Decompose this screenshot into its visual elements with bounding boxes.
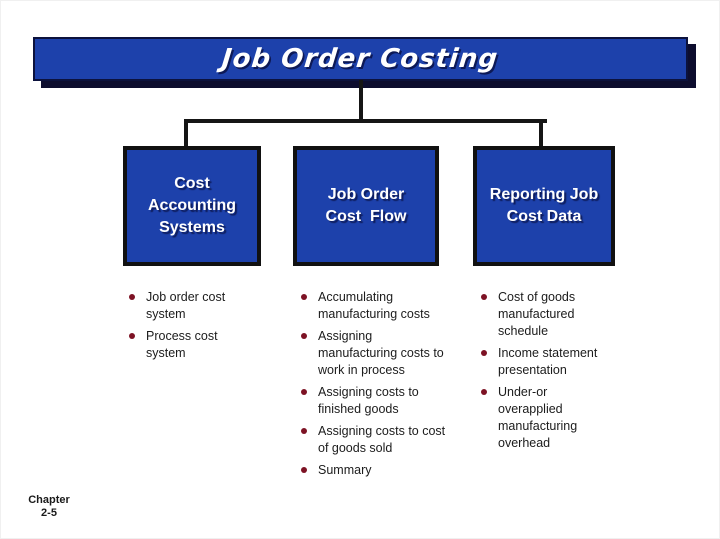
list-item: Accumulating manufacturing costs — [301, 289, 459, 323]
chapter-number: 2-5 — [41, 507, 57, 519]
bullet-icon — [301, 389, 307, 395]
list-item: Assigning costs to finished goods — [301, 384, 459, 418]
list-item: Income statement presentation — [481, 345, 611, 379]
connector-vertical-center — [359, 80, 363, 123]
list-item: Assigning manufacturing costs to work in… — [301, 328, 459, 379]
box-line: Systems — [159, 219, 225, 236]
bullet-list-reporting-job-cost-data: Cost of goods manufactured schedule Inco… — [481, 289, 611, 457]
connector-vertical-left — [184, 119, 188, 149]
bullet-label: Accumulating manufacturing costs — [318, 290, 430, 321]
box-line: Job Order — [327, 186, 405, 203]
chapter-footer: Chapter 2-5 — [17, 494, 81, 520]
list-item: Assigning costs to cost of goods sold — [301, 423, 459, 457]
box-cost-accounting-systems: Cost Accounting Systems — [123, 146, 261, 266]
title-banner: Job Order Costing — [33, 37, 688, 81]
bullet-label: Job order cost system — [146, 290, 226, 321]
bullet-icon — [129, 294, 135, 300]
bullet-icon — [301, 428, 307, 434]
box-line: Accounting — [148, 197, 236, 214]
connector-vertical-right — [539, 119, 543, 149]
bullet-icon — [481, 294, 487, 300]
bullet-label: Process cost system — [146, 329, 218, 360]
list-item: Cost of goods manufactured schedule — [481, 289, 611, 340]
list-item: Summary — [301, 462, 459, 479]
bullet-icon — [481, 389, 487, 395]
list-item: Under-or overapplied manufacturing overh… — [481, 384, 611, 452]
bullet-label: Under-or overapplied manufacturing overh… — [498, 385, 578, 450]
bullet-icon — [301, 333, 307, 339]
slide-title: Job Order Costing — [220, 44, 501, 74]
list-item: Process cost system — [129, 328, 247, 362]
bullet-list-job-order-cost-flow: Accumulating manufacturing costs Assigni… — [301, 289, 459, 484]
box-line: Cost Flow — [325, 208, 407, 225]
bullet-label: Assigning manufacturing costs to work in… — [318, 329, 444, 377]
bullet-icon — [481, 350, 487, 356]
connector-horizontal — [184, 119, 547, 123]
bullet-icon — [301, 294, 307, 300]
bullet-list-cost-accounting-systems: Job order cost system Process cost syste… — [129, 289, 247, 367]
box-reporting-job-cost-data: Reporting Job Cost Data — [473, 146, 615, 266]
box-line: Cost Data — [506, 208, 582, 225]
bullet-label: Cost of goods manufactured schedule — [498, 290, 576, 338]
bullet-label: Assigning costs to finished goods — [318, 385, 419, 416]
box-line: Reporting Job — [489, 186, 599, 203]
chapter-label: Chapter — [28, 494, 70, 506]
bullet-label: Assigning costs to cost of goods sold — [318, 424, 446, 455]
bullet-icon — [129, 333, 135, 339]
bullet-icon — [301, 467, 307, 473]
list-item: Job order cost system — [129, 289, 247, 323]
box-job-order-cost-flow: Job Order Cost Flow — [293, 146, 439, 266]
bullet-label: Summary — [318, 463, 372, 477]
bullet-label: Income statement presentation — [498, 346, 598, 377]
box-line: Cost — [174, 175, 210, 192]
